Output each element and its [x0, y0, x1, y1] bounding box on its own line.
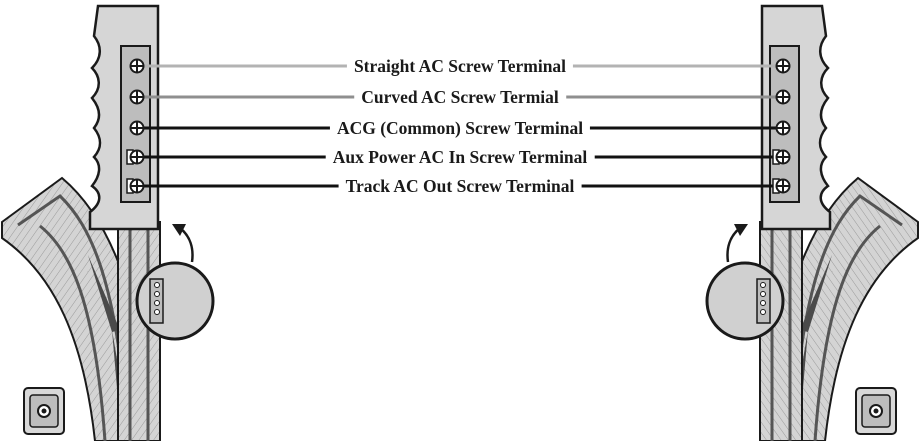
label-curved-terminal: Curved AC Screw Termial	[354, 87, 566, 107]
label-aux-power-terminal: Aux Power AC In Screw Terminal	[325, 147, 595, 167]
label-acg-terminal: ACG (Common) Screw Terminal	[329, 118, 591, 138]
right-screw-terminal-icon	[772, 149, 791, 165]
left-screw-terminal-icon	[126, 149, 145, 165]
right-switch	[705, 4, 919, 442]
right-rotation-arrow-icon	[726, 224, 748, 263]
right-track-plug-icon	[855, 387, 897, 435]
right-screw-terminal-icon	[775, 58, 791, 74]
left-screw-terminal-icon	[129, 58, 145, 74]
left-rotation-arrow-icon	[172, 224, 194, 263]
left-track-plug-icon	[23, 387, 65, 435]
left-screw-terminal-icon	[129, 89, 145, 105]
left-magnifier-circle-icon	[135, 261, 215, 341]
label-straight-terminal: Straight AC Screw Terminal	[346, 56, 574, 76]
left-screw-terminal-icon	[129, 120, 145, 136]
right-controller-housing	[760, 4, 832, 231]
right-magnifier-circle-icon	[705, 261, 785, 341]
right-screw-terminal-icon	[775, 89, 791, 105]
right-screw-terminal-icon	[775, 120, 791, 136]
left-screw-terminal-icon	[126, 178, 145, 194]
right-screw-terminal-icon	[772, 178, 791, 194]
left-switch	[0, 4, 215, 442]
right-curved-track	[763, 176, 919, 442]
label-track-out-terminal: Track AC Out Screw Terminal	[338, 176, 582, 196]
left-controller-housing	[88, 4, 160, 231]
